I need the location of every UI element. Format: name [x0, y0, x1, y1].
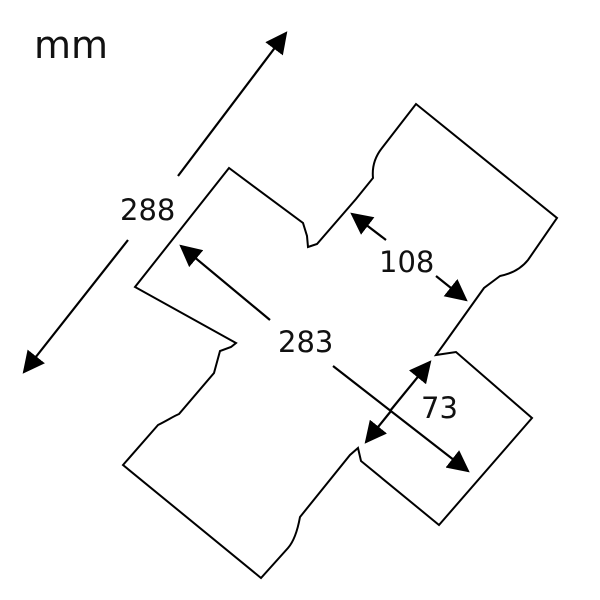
- dim-73-line: [389, 360, 432, 412]
- dim-283-line-lower: [332, 365, 470, 473]
- dim-288-line-lower: [22, 239, 129, 374]
- dim-108-line-lower: [435, 275, 468, 302]
- dim-73-label: 73: [421, 391, 458, 425]
- dim-283-label: 283: [278, 325, 333, 359]
- dim-108-label: 108: [379, 245, 434, 279]
- dim-73-line-lower: [364, 410, 392, 444]
- part-outline: [121, 102, 559, 580]
- unit-label: mm: [34, 23, 108, 67]
- dim-108-line-upper: [350, 212, 387, 241]
- dim-288-label: 288: [120, 193, 175, 227]
- dim-283-line-upper: [179, 244, 271, 321]
- dim-288-line-upper: [177, 31, 288, 177]
